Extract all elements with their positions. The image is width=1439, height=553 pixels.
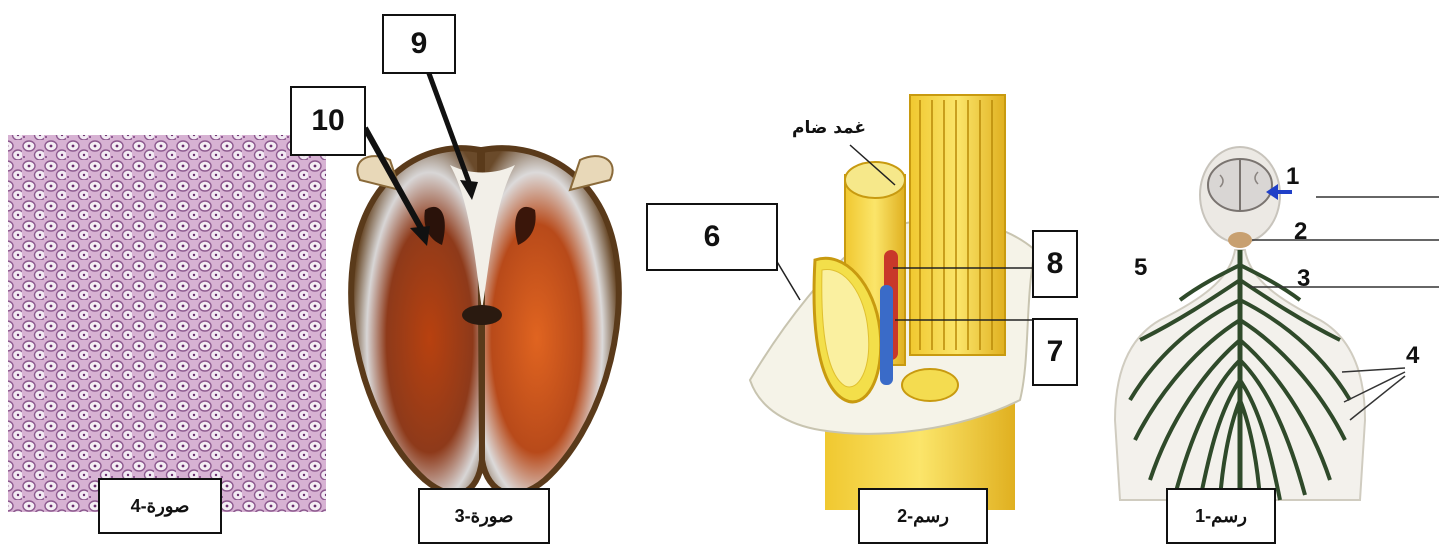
drawing-1-caption: رسم-1 — [1166, 488, 1276, 544]
label-5: 5 — [1134, 254, 1147, 282]
image-3-caption: صورة-3 — [418, 488, 550, 544]
image-3-panel: 9 10 صورة-3 — [330, 0, 640, 553]
drawing-2-panel: 6 8 7 غمد ضام رسم-2 — [640, 0, 1080, 553]
label-9: 9 — [382, 14, 456, 74]
drawing-2-caption: رسم-2 — [858, 488, 988, 544]
label-4: 4 — [1406, 342, 1419, 370]
tissue-micrograph — [0, 0, 330, 553]
connective-sheath-label: غمد ضام — [792, 118, 866, 138]
image-4-panel: صورة-4 — [0, 0, 330, 553]
label-1: 1 — [1286, 163, 1299, 191]
label-2: 2 — [1294, 218, 1307, 246]
label-6: 6 — [646, 203, 778, 271]
label-10: 10 — [290, 86, 366, 156]
label-8: 8 — [1032, 230, 1078, 298]
image-4-caption: صورة-4 — [98, 478, 222, 534]
brain-section-image — [330, 0, 640, 553]
nerve-cross-section-drawing — [640, 0, 1080, 553]
drawing-1-panel: 1 2 3 4 5 رسم-1 — [1080, 0, 1439, 553]
label-7: 7 — [1032, 318, 1078, 386]
label-3: 3 — [1297, 265, 1310, 293]
